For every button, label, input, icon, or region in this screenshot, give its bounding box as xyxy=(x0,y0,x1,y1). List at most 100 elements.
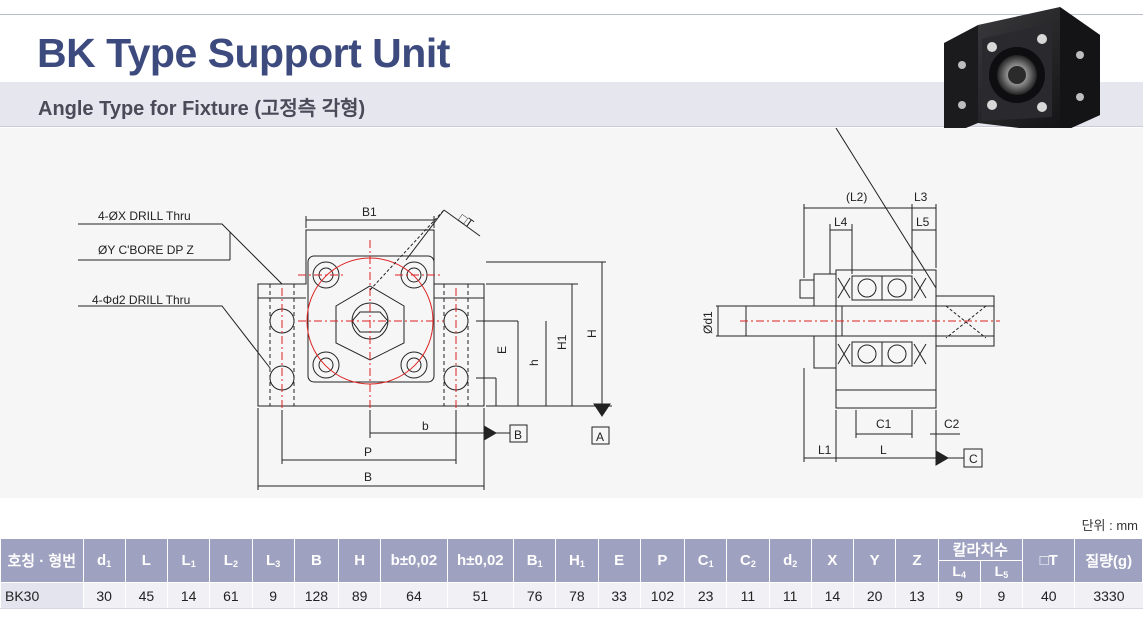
header-text: L xyxy=(266,552,276,569)
column-header: L3 xyxy=(251,538,295,583)
value-cell: 11 xyxy=(726,582,770,609)
header-text: H xyxy=(568,552,580,569)
value-cell: 89 xyxy=(338,582,381,609)
value-cell: 76 xyxy=(513,582,556,609)
header-text: C xyxy=(697,552,709,569)
value-cell: 13 xyxy=(895,582,939,609)
value-cell: 45 xyxy=(124,582,168,609)
value-cell: 40 xyxy=(1022,582,1075,609)
header-text: L xyxy=(952,563,961,579)
column-header: C2 xyxy=(726,538,770,583)
label-drill-x: 4-ØX DRILL Thru xyxy=(98,209,191,223)
header-text: C xyxy=(740,552,751,569)
header-subscript: 3 xyxy=(275,559,281,569)
label-drill-d2: 4-Φd2 DRILL Thru xyxy=(92,293,190,307)
product-photo xyxy=(944,7,1100,137)
header-text: L xyxy=(181,552,191,569)
value-cell: 128 xyxy=(293,582,339,609)
column-header: 칼라치수 xyxy=(937,538,1024,561)
header-text: L xyxy=(223,552,233,569)
dim-b1: B1 xyxy=(362,205,377,219)
header-text: Y xyxy=(869,552,880,569)
column-header: X xyxy=(810,538,855,583)
value-cell: 64 xyxy=(380,582,448,609)
page-title: BK Type Support Unit xyxy=(37,30,450,76)
header-text: B xyxy=(526,552,538,569)
header-subscript: 1 xyxy=(708,559,714,569)
header-subscript: 2 xyxy=(750,559,756,569)
column-header: L2 xyxy=(209,538,253,583)
dim-l2: (L2) xyxy=(846,190,867,204)
column-header: d1 xyxy=(82,538,126,583)
header-text: d xyxy=(783,552,793,569)
column-header: 질량(g) xyxy=(1074,538,1143,583)
page-subtitle: Angle Type for Fixture (고정측 각형) xyxy=(38,98,366,120)
column-header: B xyxy=(293,538,340,583)
dim-b: b xyxy=(422,419,429,433)
dim-B: B xyxy=(364,470,372,484)
header-text: 질량(g) xyxy=(1085,553,1133,570)
label-cbore: ØY C'BORE DP Z xyxy=(98,243,194,257)
header-text: b±0,02 xyxy=(390,552,438,569)
column-header: P xyxy=(639,538,686,583)
dim-p: P xyxy=(364,445,372,459)
header-subscript: 2 xyxy=(792,559,798,569)
value-cell: 61 xyxy=(209,582,252,609)
column-subheader: L4 xyxy=(937,560,981,583)
column-header: h±0,02 xyxy=(446,538,515,583)
header-text: □T xyxy=(1039,552,1058,569)
technical-drawing: 4-ØX DRILL Thru ØY C'BORE DP Z 4-Φd2 DRI… xyxy=(78,128,1000,490)
header-text: L xyxy=(994,563,1004,579)
ref-c: C xyxy=(969,452,978,466)
dim-c1: C1 xyxy=(876,417,892,431)
column-header: H1 xyxy=(555,538,599,583)
column-header: L1 xyxy=(166,538,211,583)
header-subscript: 2 xyxy=(232,559,238,569)
header-text: 칼라치수 xyxy=(952,542,1008,559)
header-text: d xyxy=(97,552,107,569)
unit-label: 단위 : mm xyxy=(1081,518,1138,533)
value-cell: 14 xyxy=(166,582,210,609)
value-cell: 78 xyxy=(555,582,599,609)
dim-c2: C2 xyxy=(944,417,960,431)
value-cell: 9 xyxy=(251,582,295,609)
dim-H: H xyxy=(585,329,599,338)
column-header: B1 xyxy=(513,538,557,583)
value-cell: 20 xyxy=(853,582,896,609)
value-cell: 30 xyxy=(82,582,126,609)
dim-l: L xyxy=(880,443,887,457)
dim-l3: L3 xyxy=(914,190,928,204)
header-text: 호칭 · 형번 xyxy=(7,553,77,570)
header-text: Z xyxy=(912,552,922,569)
dim-h: h xyxy=(527,359,541,366)
side-view xyxy=(716,128,1000,468)
column-header: H xyxy=(338,538,382,583)
header-subscript: 1 xyxy=(190,559,196,569)
dim-t: □T xyxy=(456,211,477,231)
value-cell: 51 xyxy=(446,582,514,609)
header-text: H xyxy=(354,552,366,569)
header-text: P xyxy=(657,552,668,569)
header-text: h±0,02 xyxy=(457,552,504,569)
header-bottom-rule xyxy=(0,126,1143,127)
column-header: C1 xyxy=(684,538,728,583)
dim-l1: L1 xyxy=(818,443,832,457)
dim-l5: L5 xyxy=(916,215,930,229)
column-header: Z xyxy=(895,538,939,583)
value-cell: 9 xyxy=(979,582,1023,609)
header-text: L xyxy=(141,552,151,569)
header-subscript: 5 xyxy=(1003,570,1009,580)
value-cell: 3330 xyxy=(1074,582,1143,609)
column-subheader: L5 xyxy=(979,560,1024,583)
value-cell: 33 xyxy=(597,582,641,609)
header-subscript: 1 xyxy=(106,559,112,569)
ref-a: A xyxy=(596,430,604,444)
value-cell: 9 xyxy=(937,582,981,609)
model-cell: BK30 xyxy=(0,582,83,609)
column-header: Y xyxy=(853,538,897,583)
header-text: E xyxy=(614,552,625,569)
